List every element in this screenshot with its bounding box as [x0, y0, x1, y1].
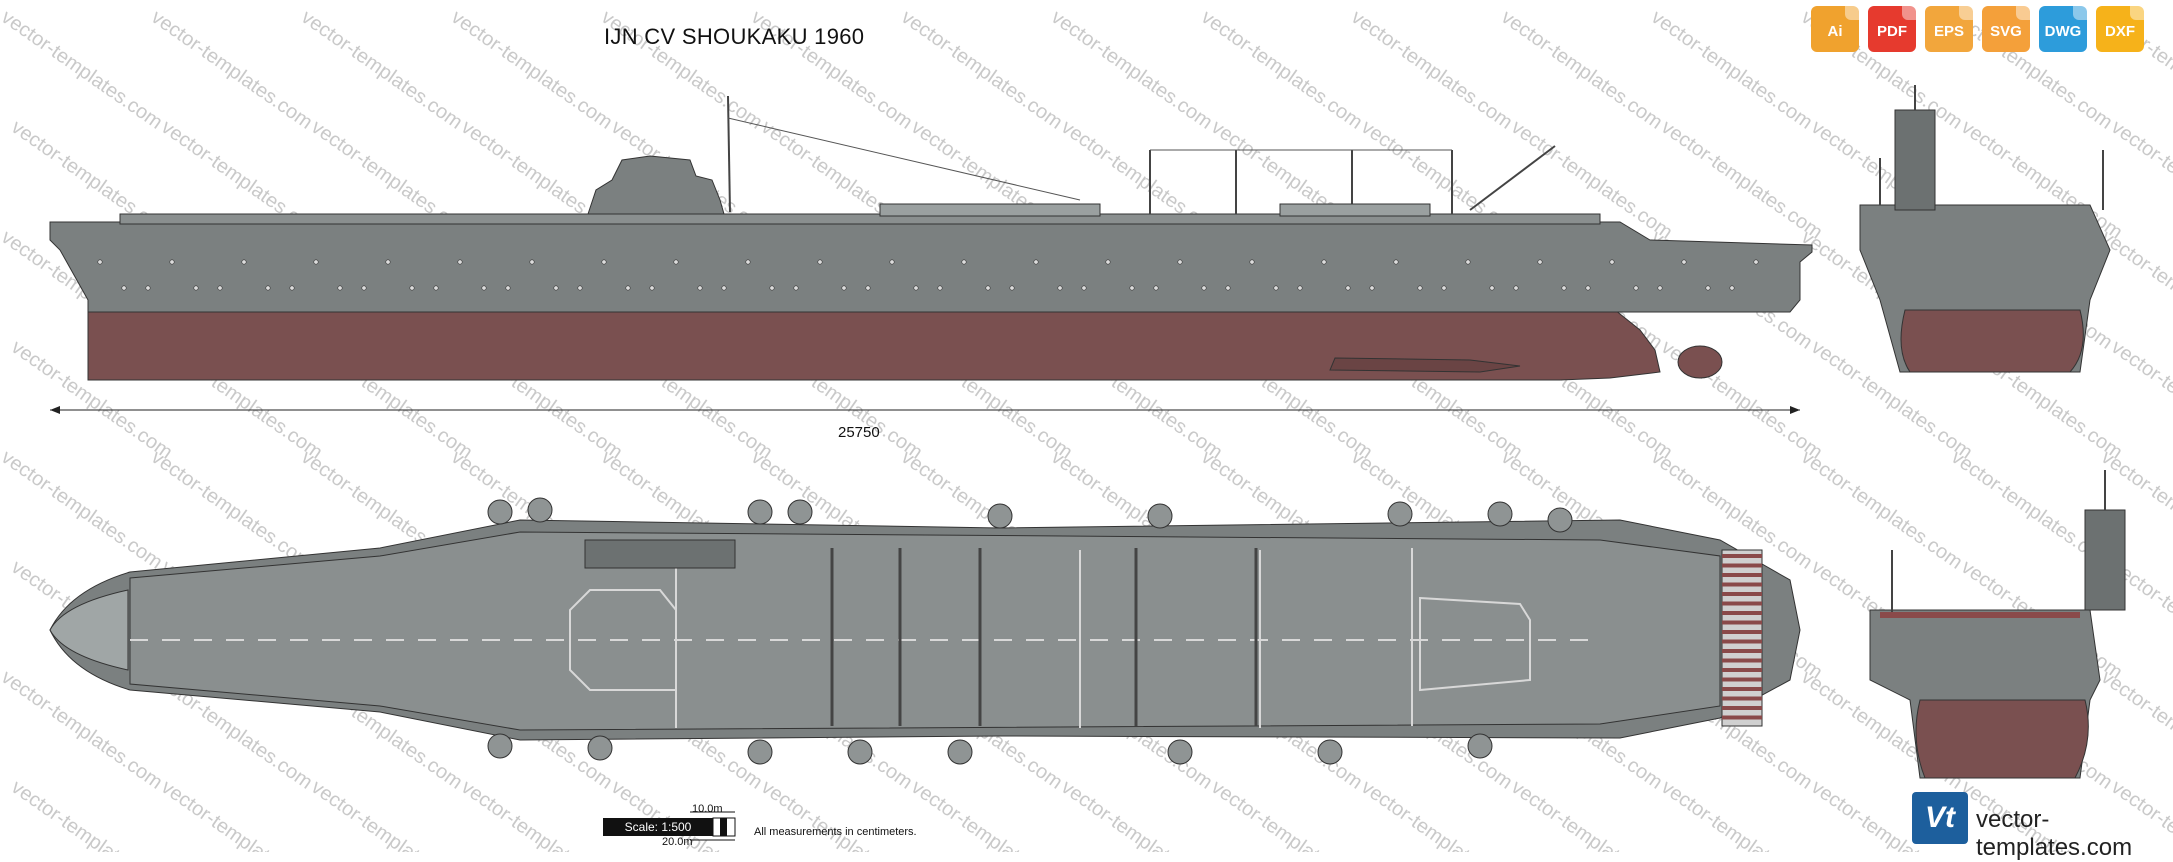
watermark-text: vector-templates.com [1657, 116, 1826, 244]
format-dxf-icon[interactable]: DXF [2096, 6, 2144, 52]
watermark-text: vector-templates.com [897, 6, 1066, 134]
logo-mark: Vt [1912, 792, 1968, 844]
watermark-text: vector-templates.com [297, 6, 466, 134]
length-dimension-label: 25750 [838, 424, 880, 441]
watermark-text: vector-templates.com [0, 6, 166, 134]
watermark-text: vector-templates.com [1347, 6, 1516, 134]
format-pdf-icon[interactable]: PDF [1868, 6, 1916, 52]
scale-tick-10: 10.0m [692, 803, 723, 815]
watermark-text: vector-templates.com [1647, 6, 1816, 134]
side-view [49, 95, 1813, 414]
watermark-text: vector-templates.com [147, 446, 316, 574]
side-hull-upper [49, 221, 1813, 313]
watermark-text: vector-templates.com [1797, 446, 1966, 574]
flight-deck [129, 531, 1721, 731]
logo-text: vector-templates.com [1976, 806, 2133, 861]
top-view [49, 497, 1801, 765]
side-island [587, 155, 725, 215]
page-title: IJN CV SHOUKAKU 1960 [604, 24, 865, 49]
watermark-text: vector-templates.com [1197, 6, 1366, 134]
format-dwg-icon[interactable]: DWG [2039, 6, 2087, 52]
watermark-text: vector-templates.com [1497, 6, 1666, 134]
scale-tick-20: 20.0m [662, 836, 693, 848]
format-svg-icon[interactable]: SVG [1982, 6, 2030, 52]
front-view [1859, 85, 2111, 373]
watermark-text: vector-templates.com [447, 6, 616, 134]
rear-view [1869, 470, 2126, 779]
measurement-note: All measurements in centimeters. [754, 826, 917, 838]
scale-bar [690, 811, 736, 841]
scale-label: Scale: 1:500 [603, 818, 713, 836]
format-ai-icon[interactable]: Ai [1811, 6, 1859, 52]
watermark-text: vector-templates.com [1047, 6, 1216, 134]
watermark-text: vector-templates.com [147, 6, 316, 134]
format-eps-icon[interactable]: EPS [1925, 6, 1973, 52]
watermark-text: vector-templates.com [0, 446, 166, 574]
side-hull-lower [87, 309, 1661, 381]
